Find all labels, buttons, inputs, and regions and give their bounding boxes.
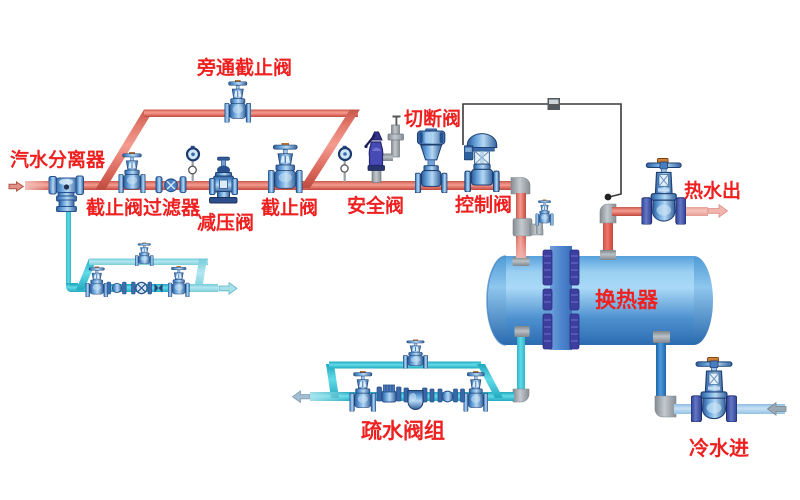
svg-text:减压阀: 减压阀	[197, 211, 254, 234]
svg-text:切断阀: 切断阀	[404, 107, 461, 130]
svg-text:疏水阀组: 疏水阀组	[361, 419, 445, 443]
svg-text:截止阀: 截止阀	[261, 196, 318, 219]
svg-text:汽水分离器: 汽水分离器	[10, 148, 106, 171]
svg-text:截止阀过滤器: 截止阀过滤器	[86, 196, 201, 219]
svg-text:控制阀: 控制阀	[455, 193, 512, 216]
svg-text:旁通截止阀: 旁通截止阀	[196, 56, 292, 79]
svg-text:热水出: 热水出	[684, 179, 741, 202]
svg-text:换热器: 换热器	[595, 288, 659, 312]
svg-text:冷水进: 冷水进	[689, 436, 749, 460]
svg-text:安全阀: 安全阀	[347, 194, 404, 217]
